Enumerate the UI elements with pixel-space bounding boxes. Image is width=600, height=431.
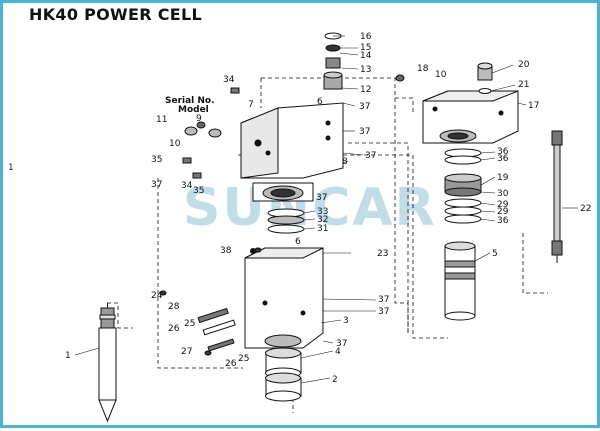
callout: 37 [378,295,389,305]
callout: 21 [518,80,529,90]
callout-leaders [74,35,578,384]
part-chisel [98,303,117,423]
callout: 8 [342,157,348,167]
callout: 14 [360,51,372,61]
callout: 36 [497,216,509,226]
callout: 35 [151,155,162,165]
callout: 31 [317,224,328,234]
callout: 12 [360,85,371,95]
callout: 37 [378,307,389,317]
callout: 32 [317,215,328,225]
callout: 36 [497,154,509,164]
callout: 11 [156,115,167,125]
part-through-bolt [551,130,563,263]
callout: 4 [335,347,341,357]
callout: 38 [220,246,232,256]
callout: 24 [151,291,163,301]
part-valve-detail [182,87,240,179]
callout: 36 [497,147,509,157]
callout: 6 [317,97,323,107]
callout: 25 [184,319,195,329]
callout: 9 [196,114,202,124]
part-upper-cylinder [240,102,344,202]
callout: 23 [377,249,388,259]
part-piston [444,241,476,321]
callout: 26 [225,359,237,369]
part-accumulator-valve-stack [323,32,343,90]
callout: 29 [497,200,509,210]
serial-no-label: Serial No. [165,96,215,106]
model-label: Model [178,105,209,115]
callout: 33 [317,207,328,217]
callout: 15 [360,43,371,53]
part-back-head [422,90,519,144]
callout-numbers: 1 2 3 4 5 6 6 7 8 9 10 10 11 12 13 14 15… [65,32,591,385]
callout: 19 [497,173,509,183]
callout: 2 [332,375,338,385]
callout: 26 [168,324,180,334]
callout: 16 [360,32,372,42]
callout: 37 [336,339,347,349]
callout: 10 [435,70,447,80]
callout: 34 [223,75,235,85]
callout: 35 [193,186,204,196]
callout: 37 [316,193,327,203]
callout: 7 [248,100,254,110]
callout: 17 [528,101,539,111]
part-cylinder-seals [267,208,305,234]
callout: 25 [238,354,249,364]
callout: 1 [65,351,71,361]
callout: 37 [359,127,370,137]
callout: 34 [181,181,193,191]
callout: 22 [580,204,591,214]
callout: 37 [359,102,370,112]
callout: 13 [360,65,371,75]
diagram-title: HK40 POWER CELL [29,5,202,24]
callout: 10 [169,139,181,149]
part-bushes [265,347,302,402]
part-charging-valve [395,62,493,94]
callout: 5 [492,249,498,259]
part-retainer-pins [159,247,262,356]
callout: 29 [497,207,509,217]
callout: 20 [518,60,530,70]
callout: 37 [365,151,376,161]
exploded-view-drawing: SUNCAR [65,32,591,423]
callout: 37 [151,180,162,190]
corner-mark: 1 [8,163,14,173]
callout: 28 [168,302,180,312]
callout: 6 [295,237,301,247]
callout: 3 [343,316,349,326]
part-front-head [244,247,324,349]
callout: 30 [497,189,509,199]
callout: 18 [417,64,429,74]
callout: 27 [181,347,192,357]
part-seal-stack [444,148,482,224]
